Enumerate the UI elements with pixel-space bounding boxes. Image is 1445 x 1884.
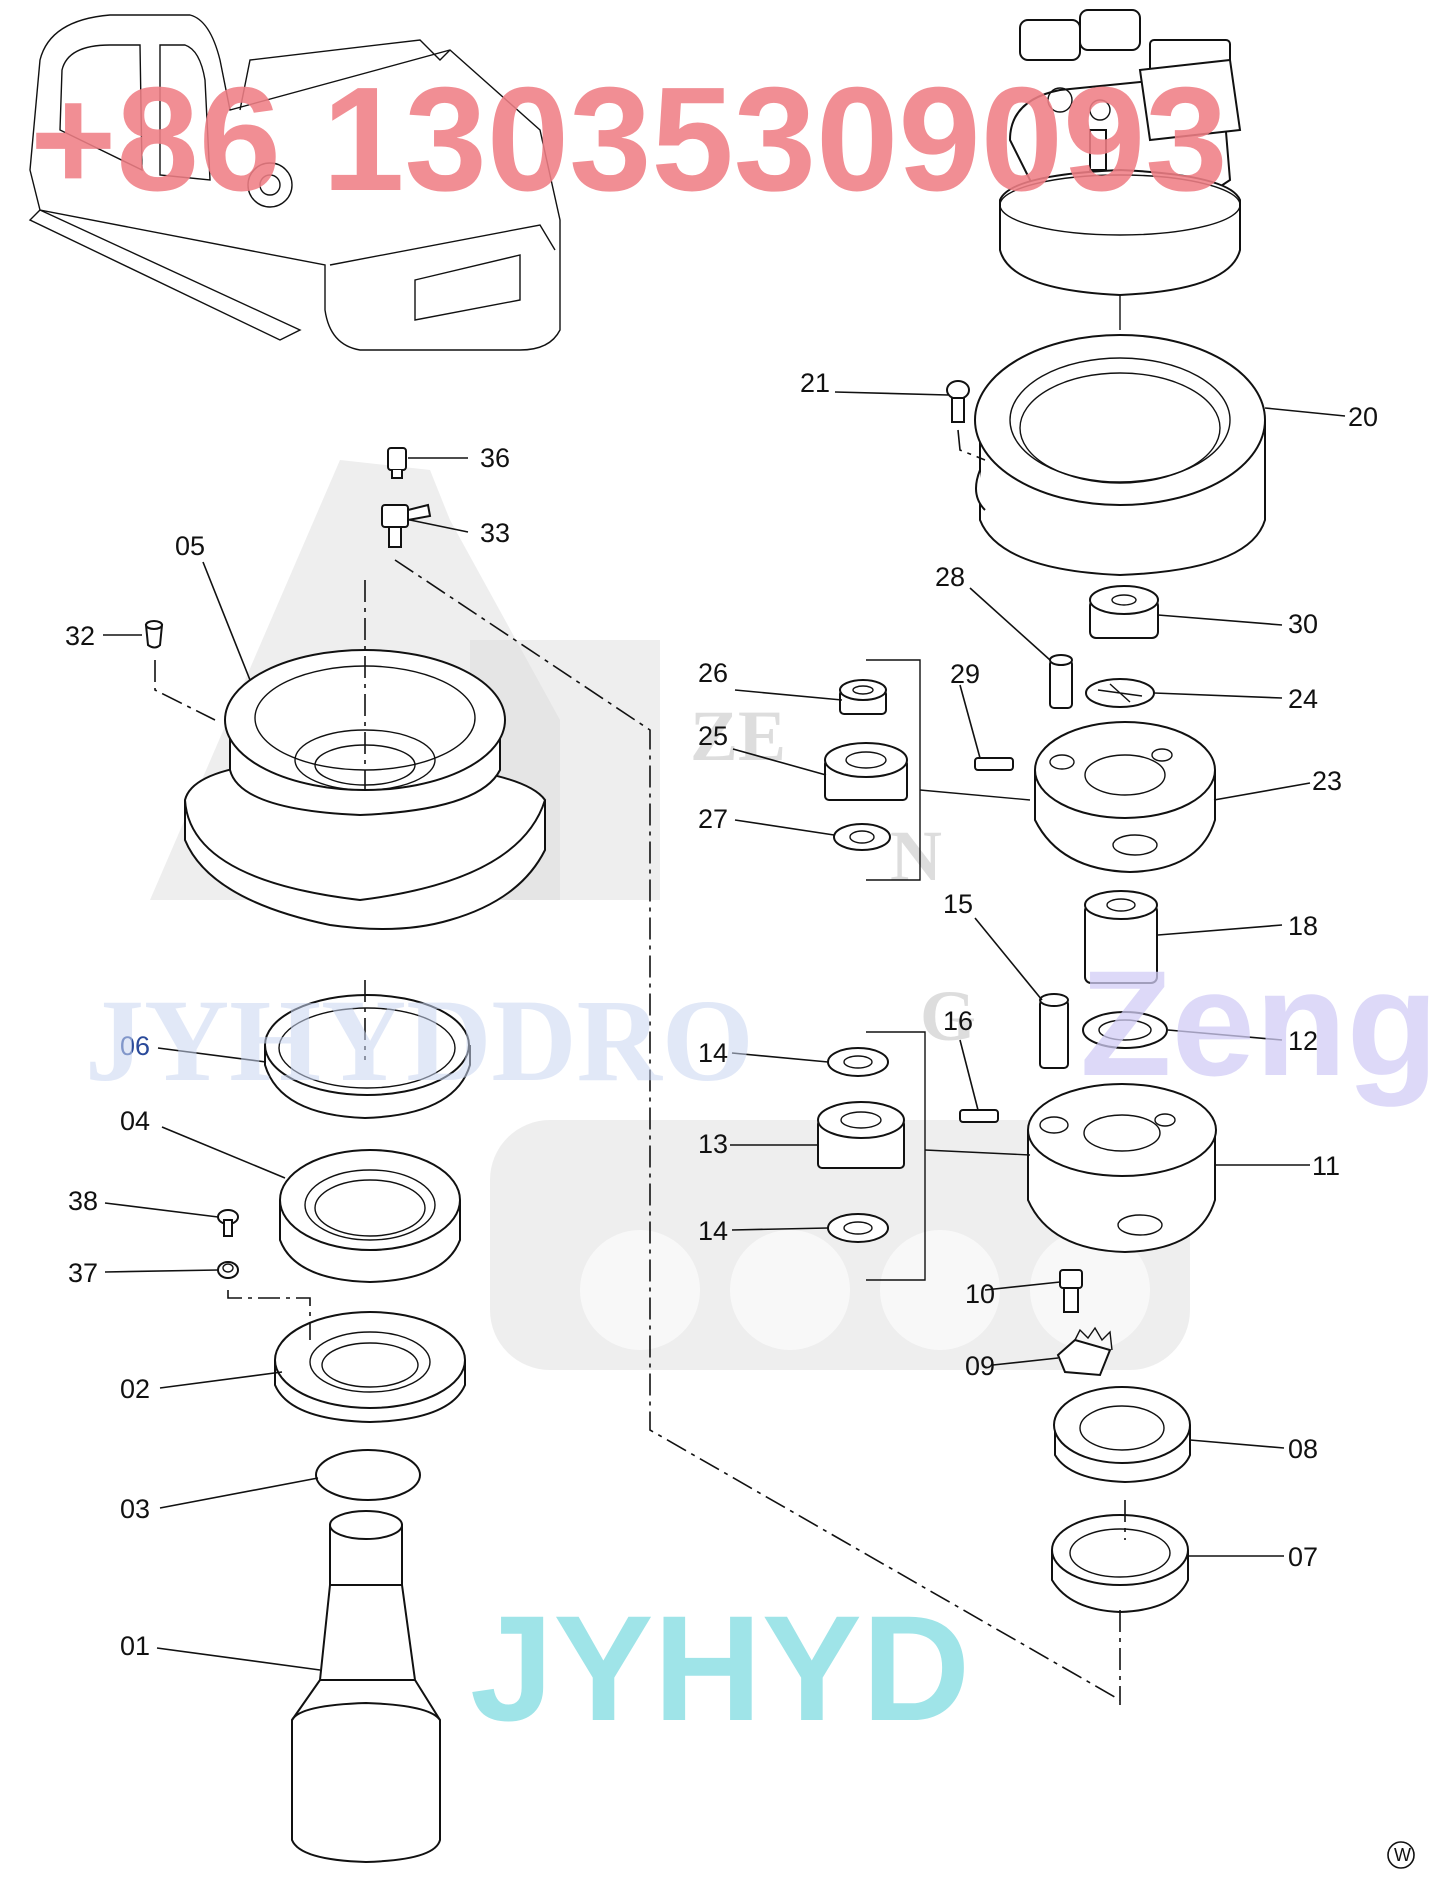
part-23-planet-carrier <box>1034 721 1216 874</box>
corner-mark-letter: W <box>1394 1845 1411 1865</box>
excavator-outline <box>28 14 561 351</box>
part-29-pin <box>974 757 1014 771</box>
label-27: 27 <box>698 804 728 834</box>
label-14-upper: 14 <box>698 1038 728 1068</box>
logo-letters-1: ZE <box>690 696 786 776</box>
label-02: 02 <box>120 1374 150 1404</box>
part-26-needle-bearing <box>839 679 887 715</box>
label-25: 25 <box>698 721 728 751</box>
part-number-labels: 36 33 05 32 06 04 38 37 02 03 01 21 20 2… <box>65 368 1378 1661</box>
part-10-bolt <box>1059 1269 1083 1313</box>
logo-letters-2: N <box>890 816 942 896</box>
label-09: 09 <box>965 1351 995 1381</box>
part-16-pin <box>959 1109 999 1123</box>
label-18: 18 <box>1288 911 1318 941</box>
label-29: 29 <box>950 659 980 689</box>
part-37-plug <box>217 1261 239 1279</box>
part-01-pinion-shaft <box>291 1510 441 1864</box>
label-33: 33 <box>480 518 510 548</box>
swing-motor <box>999 9 1242 330</box>
label-10: 10 <box>965 1279 995 1309</box>
label-12: 12 <box>1288 1026 1318 1056</box>
watermark-phone: +86 13035309093 <box>30 57 1228 222</box>
label-32: 32 <box>65 621 95 651</box>
logo-letters-3: G <box>920 976 976 1056</box>
watermark-brand-faint: JYHYDDRO <box>85 975 754 1106</box>
part-25-planet-gear <box>824 742 908 801</box>
label-36: 36 <box>480 443 510 473</box>
label-37: 37 <box>68 1258 98 1288</box>
part-05-main-housing <box>183 649 547 930</box>
part-32-cap <box>144 620 164 649</box>
part-20-ring-housing <box>974 334 1266 577</box>
label-26: 26 <box>698 658 728 688</box>
watermark-brand-right: Zeng <box>1080 939 1438 1107</box>
label-04: 04 <box>120 1106 150 1136</box>
part-21-bolt <box>946 380 970 423</box>
label-20: 20 <box>1348 402 1378 432</box>
label-30: 30 <box>1288 609 1318 639</box>
part-28-pin <box>1049 654 1073 709</box>
part-14-thrust-plate-upper <box>827 1047 889 1077</box>
part-38-screw <box>217 1209 239 1237</box>
label-13: 13 <box>698 1129 728 1159</box>
label-16: 16 <box>943 1006 973 1036</box>
part-30-sun-gear <box>1089 585 1159 639</box>
part-27-thrust-plate <box>833 823 891 851</box>
label-07: 07 <box>1288 1542 1318 1572</box>
part-36-fitting <box>387 447 407 479</box>
label-15: 15 <box>943 889 973 919</box>
label-03: 03 <box>120 1494 150 1524</box>
part-15-pin <box>1039 993 1069 1069</box>
part-33-valve <box>381 503 432 548</box>
label-06: 06 <box>120 1031 150 1061</box>
part-09-lock-plate <box>1056 1326 1113 1377</box>
part-02-seal-cover <box>274 1311 466 1424</box>
part-24-thrust-washer <box>1085 678 1155 708</box>
alignment-lines <box>154 429 1126 1705</box>
part-14-thrust-plate-lower <box>827 1213 889 1243</box>
part-13-planet-gear <box>817 1101 905 1169</box>
label-11: 11 <box>1312 1151 1340 1181</box>
label-21: 21 <box>800 368 830 398</box>
part-03-disc <box>315 1449 421 1501</box>
label-14-lower: 14 <box>698 1216 728 1246</box>
label-24: 24 <box>1288 684 1318 714</box>
part-12-thrust-washer <box>1082 1011 1168 1049</box>
part-18-sun-gear <box>1084 890 1158 984</box>
part-08-nut <box>1053 1386 1191 1484</box>
watermark-brand-bottom: JYHYD <box>470 1584 970 1752</box>
part-07-bearing <box>1051 1514 1189 1614</box>
leader-lines <box>103 391 1346 1671</box>
label-23: 23 <box>1312 766 1342 796</box>
label-28: 28 <box>935 562 965 592</box>
label-38: 38 <box>68 1186 98 1216</box>
corner-mark: W <box>1387 1841 1415 1869</box>
label-05: 05 <box>175 531 205 561</box>
label-01: 01 <box>120 1631 150 1661</box>
watermarks: +86 13035309093 JYHYDDRO Zeng JYHYD <box>30 57 1438 1752</box>
part-06-seal-ring <box>264 994 471 1120</box>
part-04-bearing <box>279 1149 461 1284</box>
label-08: 08 <box>1288 1434 1318 1464</box>
part-11-planet-carrier <box>1027 1083 1217 1254</box>
